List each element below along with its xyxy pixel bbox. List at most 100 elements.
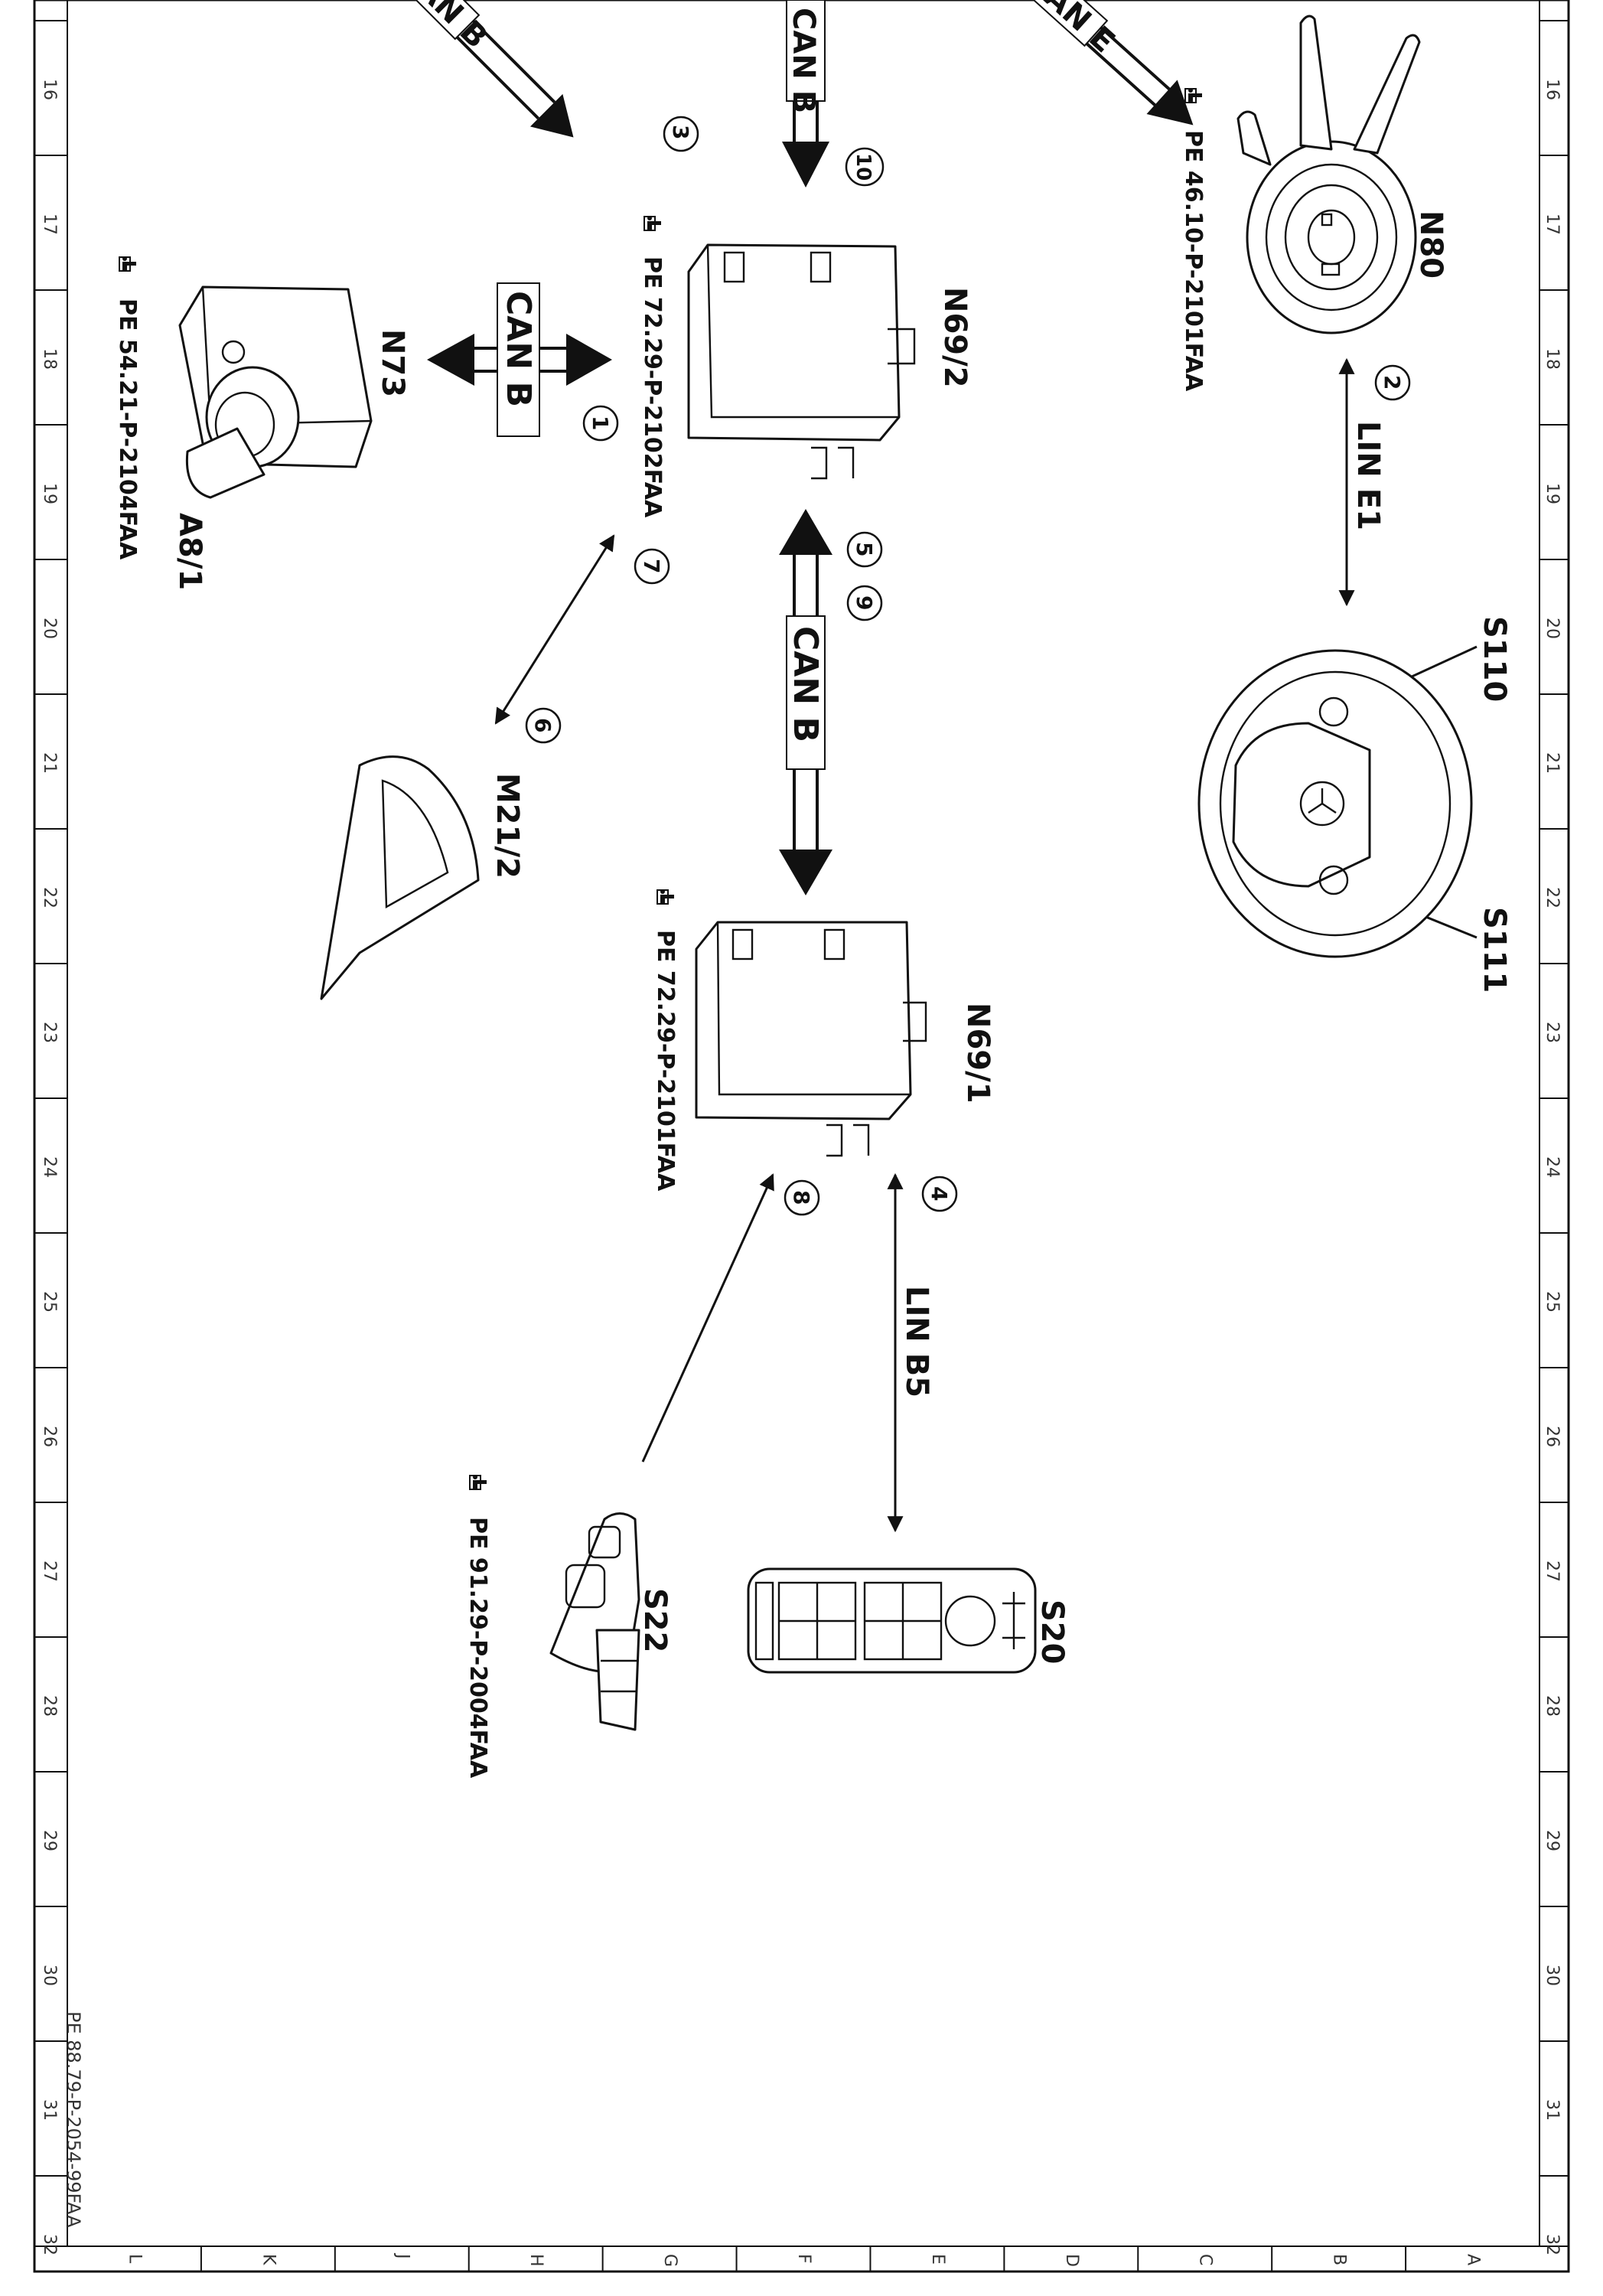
svg-text:6: 6 (530, 718, 556, 732)
grid-row-label: 22 (1543, 887, 1562, 908)
label-n80: N80 (1413, 210, 1448, 279)
grid-column-label: L (125, 2254, 144, 2264)
grid-row-label: 26 (1543, 1426, 1562, 1447)
grid-row-label: 27 (1543, 1561, 1562, 1582)
label-n69-1: N69/1 (960, 1003, 995, 1104)
bus-label: CAN E (1021, 0, 1121, 60)
signal-line-8 (641, 1173, 774, 1463)
bus-can-b-top-left-label: CAN B (389, 0, 494, 55)
signal-number-9: 9 (846, 585, 883, 621)
svg-text:2: 2 (1380, 375, 1405, 390)
grid-row-label: 19 (1543, 483, 1562, 504)
svg-text:5: 5 (852, 542, 877, 556)
grid-column-label: D (1062, 2254, 1081, 2267)
component-s20: S20 (747, 1567, 1070, 1674)
grid-row-label: 20 (40, 618, 59, 639)
label-n69-2: N69/2 (937, 287, 973, 388)
bus-label-lin-e1: LIN E1 (1350, 421, 1386, 530)
signal-number-2: 2 (1374, 364, 1411, 401)
component-n73-a8-1: N73 A8/1 PE 54.21-P-2104FAA (114, 256, 410, 590)
bus-label: CAN B (395, 0, 494, 55)
grid-row-label: 29 (1543, 1830, 1562, 1851)
grid-row-label: 32 (1543, 2234, 1562, 2255)
bus-can-b-center: CAN B (779, 509, 832, 895)
document-reference: PE 88.79-P-2054-99FAA (63, 2011, 84, 2228)
grid-row-label: 18 (1543, 348, 1562, 370)
signal-line-6-7 (494, 534, 615, 725)
grid-row-label: 24 (40, 1156, 59, 1178)
svg-text:10: 10 (852, 153, 875, 181)
bus-can-b-top: CAN B (782, 0, 829, 188)
bus-can-b-n73: CAN B (427, 282, 612, 437)
label-s110: S110 (1477, 616, 1512, 702)
grid-row-label: 29 (40, 1830, 59, 1851)
grid-row-label: 17 (40, 214, 59, 235)
grid-row-label: 21 (1543, 752, 1562, 774)
signal-numbers: 3 10 2 1 5 9 7 6 4 8 (525, 116, 1411, 1216)
grid-row-label: 31 (40, 2099, 59, 2121)
reference-n73: PE 54.21-P-2104FAA (114, 256, 141, 560)
grid-column-label: C (1196, 2254, 1215, 2265)
reference-n69-2: PE 72.29-P-2102FAA (639, 215, 666, 518)
grid-row-label: 24 (1543, 1156, 1562, 1178)
grid-column-label: G (660, 2254, 679, 2267)
grid-row-label: 20 (1543, 618, 1562, 639)
grid-column-label: H (526, 2254, 546, 2267)
reference-n80: PE 46.10-P-2101FAA (1180, 87, 1207, 392)
signal-number-8: 8 (784, 1179, 820, 1216)
svg-text:8: 8 (789, 1190, 814, 1205)
grid-row-label: 21 (40, 752, 59, 774)
frame (33, 0, 1570, 2273)
pointing-hand-document-icon (469, 1474, 487, 1490)
bus-can-e-top-right (1025, 0, 1194, 126)
label-a8-1: A8/1 (172, 513, 207, 590)
grid-column-label: J (393, 2252, 412, 2259)
component-m21-2: M21/2 (320, 755, 525, 1000)
signal-number-4: 4 (921, 1176, 958, 1212)
connections: CAN B CAN B CAN E CAN B (389, 0, 1478, 1533)
label-s20: S20 (1034, 1600, 1070, 1664)
svg-text:9: 9 (852, 595, 877, 610)
pointing-hand-document-icon (657, 889, 675, 905)
grid-column-label: K (259, 2254, 278, 2265)
svg-text:PE 46.10-P-2101FAA: PE 46.10-P-2101FAA (1180, 130, 1207, 392)
bus-label-lin-b5: LIN B5 (899, 1286, 934, 1397)
pointing-hand-document-icon (119, 256, 137, 272)
component-n80: N80 PE 46.10-P-2101FAA (1180, 15, 1448, 392)
grid-row-label: 27 (40, 1561, 59, 1582)
label-m21-2: M21/2 (490, 773, 525, 879)
signal-number-7: 7 (634, 548, 670, 585)
bus-label: CAN B (786, 8, 821, 113)
signal-number-10: 10 (845, 147, 885, 187)
svg-text:7: 7 (639, 559, 664, 573)
grid-ticks (34, 20, 1569, 2272)
grid-row-label: 30 (1543, 1965, 1562, 1986)
reference-s22: PE 91.29-P-2004FAA (464, 1474, 491, 1779)
label-n73: N73 (375, 329, 410, 397)
component-n69-2: N69/2 PE 72.29-P-2102FAA (639, 215, 973, 518)
pointing-hand-document-icon (1184, 87, 1203, 103)
grid-row-label: 18 (40, 348, 59, 370)
signal-number-6: 6 (525, 707, 562, 744)
grid-column-label: F (794, 2254, 813, 2264)
signal-number-5: 5 (846, 531, 883, 568)
svg-text:PE 54.21-P-2104FAA: PE 54.21-P-2104FAA (114, 298, 141, 560)
grid-row-label: 23 (40, 1022, 59, 1043)
grid-row-label: 28 (40, 1695, 59, 1717)
component-n69-1: N69/1 PE 72.29-P-2101FAA (652, 889, 995, 1192)
bus-label: CAN B (499, 291, 538, 407)
grid-column-label: A (1464, 2254, 1483, 2265)
svg-text:PE 72.29-P-2102FAA: PE 72.29-P-2102FAA (639, 256, 666, 518)
bus-can-e-label: CAN E (1015, 0, 1121, 60)
label-s22: S22 (637, 1588, 673, 1652)
svg-text:3: 3 (668, 125, 693, 139)
grid-row-label: 28 (1543, 1695, 1562, 1717)
grid-row-label: 22 (40, 887, 59, 908)
pointing-hand-document-icon (643, 215, 662, 231)
grid-row-label: 16 (40, 79, 59, 100)
grid-column-label: E (928, 2254, 947, 2265)
